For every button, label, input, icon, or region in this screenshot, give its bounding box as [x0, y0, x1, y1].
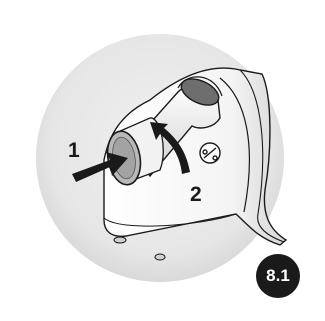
- step-one-label: 1: [68, 140, 80, 161]
- step-two-label: 2: [190, 184, 202, 205]
- figure-number-badge: 8.1: [256, 254, 300, 298]
- front-foot: [114, 237, 126, 243]
- rear-foot: [155, 254, 165, 260]
